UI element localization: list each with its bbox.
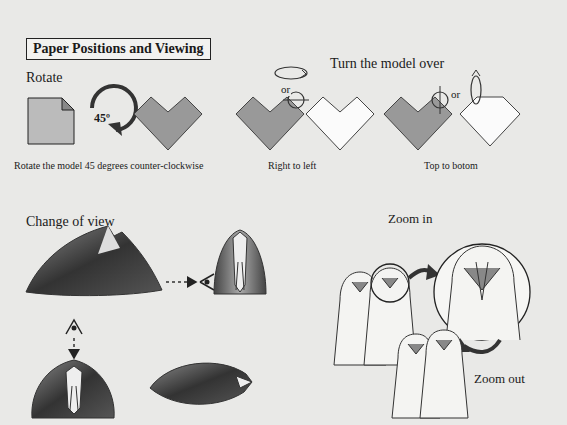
turn-arrow — [471, 76, 481, 104]
subheading: Rotate — [26, 70, 63, 86]
heart-diamond — [236, 97, 304, 150]
zoom-arrow — [464, 340, 500, 352]
walrus-top — [32, 360, 114, 418]
heart-diamond — [134, 97, 202, 150]
subheading: Change of view — [26, 214, 115, 230]
walrus-side — [26, 226, 162, 296]
zoom-label: Zoom out — [474, 372, 525, 387]
heading-box: Paper Positions and Viewing — [26, 38, 211, 60]
view-arrow — [166, 281, 196, 283]
view-arrow — [73, 338, 75, 358]
eye-symbol — [66, 320, 82, 334]
penguin-zoomed — [446, 246, 520, 340]
heart-diamond — [384, 97, 452, 150]
walrus-front — [214, 230, 266, 294]
zoom-circle — [434, 244, 530, 340]
angle-label: 45º — [94, 112, 110, 126]
instruction: Top to botom — [424, 160, 478, 172]
walrus-flat — [150, 363, 252, 404]
zoom-circle — [371, 264, 409, 302]
white-diamond — [306, 97, 374, 150]
eye-symbol — [200, 274, 214, 290]
instruction: Rotate the model 45 degrees counter-cloc… — [14, 160, 203, 172]
or-label: or — [280, 83, 291, 96]
white-square — [460, 97, 520, 146]
penguin-pair — [392, 330, 468, 418]
section-heading: Paper Positions and Viewing — [27, 39, 210, 59]
or-label: or — [450, 88, 461, 101]
instruction: Right to left — [268, 160, 316, 172]
turn-arrow — [275, 67, 307, 79]
square-paper — [28, 98, 74, 144]
zoom-label: Zoom in — [388, 212, 432, 227]
subheading: Turn the model over — [330, 56, 444, 72]
